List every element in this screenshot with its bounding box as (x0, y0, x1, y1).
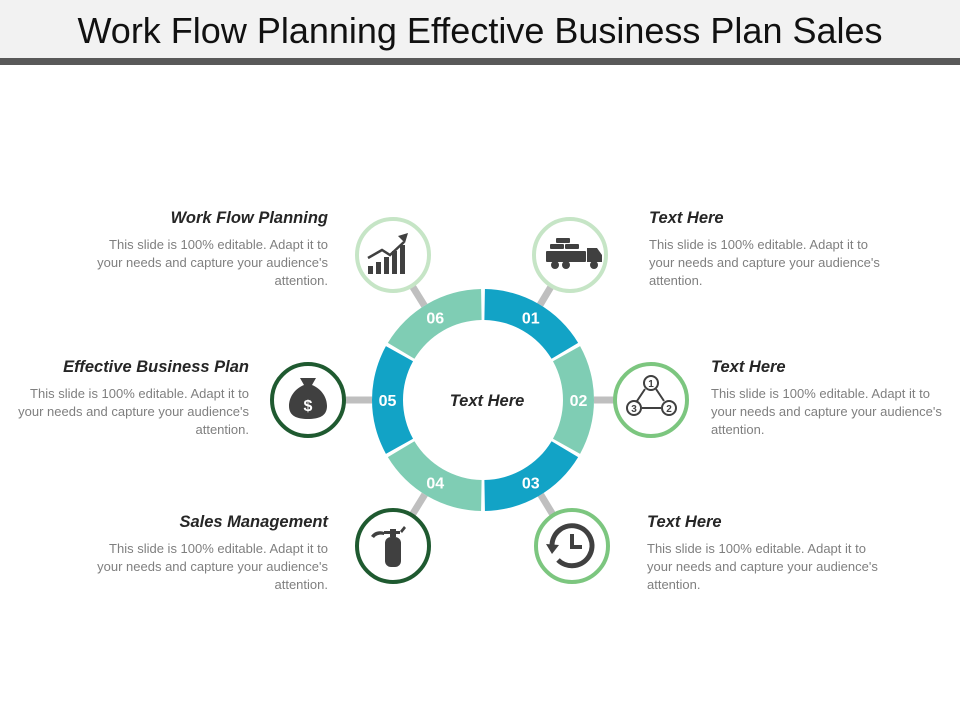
segment-number-05: 05 (379, 393, 397, 410)
segment-number-06: 06 (426, 310, 444, 327)
icon-circle-5: $ (270, 362, 346, 438)
segment-number-04: 04 (426, 476, 444, 493)
item-3: Text Here This slide is 100% editable. A… (647, 513, 887, 594)
icon-circle-4 (355, 508, 431, 584)
item-6-body: This slide is 100% editable. Adapt it to… (97, 237, 328, 288)
title-bar (0, 0, 960, 58)
item-5: Effective Business Plan This slide is 10… (9, 358, 249, 439)
icon-circle-2: 1 2 3 (613, 362, 689, 438)
ring-segment-04 (387, 441, 482, 511)
item-1-body: This slide is 100% editable. Adapt it to… (649, 237, 880, 288)
item-3-body: This slide is 100% editable. Adapt it to… (647, 541, 878, 592)
center-label: Text Here (449, 392, 525, 410)
ring-segment-03 (484, 441, 579, 511)
segment-numbers: 01 02 03 04 05 06 (379, 310, 588, 492)
item-4: Sales Management This slide is 100% edit… (88, 513, 328, 594)
step-3-glyph: 3 (631, 404, 637, 415)
item-3-heading: Text Here (647, 513, 722, 531)
segment-number-02: 02 (570, 393, 588, 410)
item-2: Text Here This slide is 100% editable. A… (711, 358, 951, 439)
icon-circle-1 (532, 217, 608, 293)
icon-circle-6 (355, 217, 431, 293)
item-1: Text Here This slide is 100% editable. A… (649, 209, 889, 290)
ring-segment-02 (552, 346, 594, 454)
step-1-glyph: 1 (648, 379, 654, 390)
item-2-heading: Text Here (711, 358, 786, 376)
ring-segment-05 (372, 346, 414, 454)
item-1-heading: Text Here (649, 209, 724, 227)
segment-number-01: 01 (522, 310, 540, 327)
cycle-steps-icon (626, 375, 677, 416)
slide-title: Work Flow Planning Effective Business Pl… (77, 10, 883, 51)
truck-icon (546, 238, 602, 269)
segment-number-03: 03 (522, 476, 540, 493)
step-2-glyph: 2 (666, 404, 672, 415)
ring-background (372, 289, 594, 511)
history-clock-icon (546, 523, 595, 569)
item-2-body: This slide is 100% editable. Adapt it to… (711, 386, 942, 437)
item-6: Work Flow Planning This slide is 100% ed… (88, 209, 328, 290)
item-4-heading: Sales Management (179, 513, 328, 531)
item-5-heading: Effective Business Plan (63, 358, 249, 376)
ring-segment-01 (484, 289, 579, 359)
item-4-body: This slide is 100% editable. Adapt it to… (97, 541, 328, 592)
item-6-heading: Work Flow Planning (170, 209, 328, 227)
ring-segments (372, 289, 594, 511)
icon-circle-3 (534, 508, 610, 584)
ring-segment-06 (387, 289, 482, 359)
money-bag-icon: $ (289, 378, 327, 419)
title-divider (0, 58, 960, 65)
item-5-body: This slide is 100% editable. Adapt it to… (18, 386, 249, 437)
svg-text:$: $ (304, 398, 313, 415)
growth-chart-icon (367, 233, 408, 274)
fire-extinguisher-icon (371, 526, 406, 567)
